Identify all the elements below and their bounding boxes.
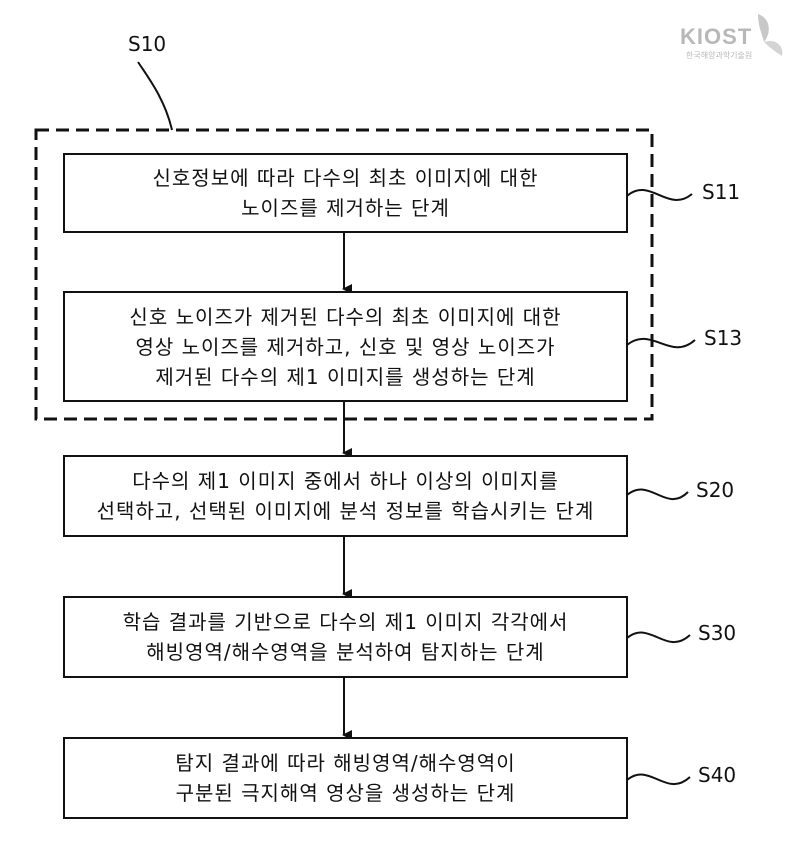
step-box-s20: 다수의 제1 이미지 중에서 하나 이상의 이미지를 선택하고, 선택된 이미지… [63,455,628,537]
s20-label: S20 [696,478,735,502]
s13-leader-line [626,338,696,349]
step-text-s13: 신호 노이즈가 제거된 다수의 최초 이미지에 대한 영상 노이즈를 제거하고,… [129,304,562,389]
logo-text: KIOST [680,24,753,49]
kiost-logo: KIOST 한국해양과학기술원 [680,8,790,68]
s13-label: S13 [704,326,743,350]
step-box-s13: 신호 노이즈가 제거된 다수의 최초 이미지에 대한 영상 노이즈를 제거하고,… [63,291,628,402]
s40-label: S40 [698,763,737,787]
s30-leader-line [626,631,691,643]
step-text-s11: 신호정보에 따라 다수의 최초 이미지에 대한 노이즈를 제거하는 단계 [152,166,539,220]
s30-label: S30 [698,621,737,645]
s40-leader-line [626,773,691,785]
s10-leader-line [137,61,173,131]
step-text-s20: 다수의 제1 이미지 중에서 하나 이상의 이미지를 선택하고, 선택된 이미지… [96,469,595,523]
step-text-s40: 탐지 결과에 따라 해빙영역/해수영역이 구분된 극지해역 영상을 생성하는 단… [175,751,516,805]
step-box-s11: 신호정보에 따라 다수의 최초 이미지에 대한 노이즈를 제거하는 단계 [63,153,628,233]
step-box-s30: 학습 결과를 기반으로 다수의 제1 이미지 각각에서 해빙영역/해수영역을 분… [63,596,628,678]
s20-leader-line [626,488,689,500]
logo-subtitle: 한국해양과학기술원 [686,51,753,60]
s11-label: S11 [702,180,741,204]
step-box-s40: 탐지 결과에 따라 해빙영역/해수영역이 구분된 극지해역 영상을 생성하는 단… [63,737,628,819]
logo-leaf-icon [758,14,783,56]
step-text-s30: 학습 결과를 기반으로 다수의 제1 이미지 각각에서 해빙영역/해수영역을 분… [122,610,569,664]
s11-leader-line [626,189,693,201]
s10-label: S10 [128,32,167,56]
